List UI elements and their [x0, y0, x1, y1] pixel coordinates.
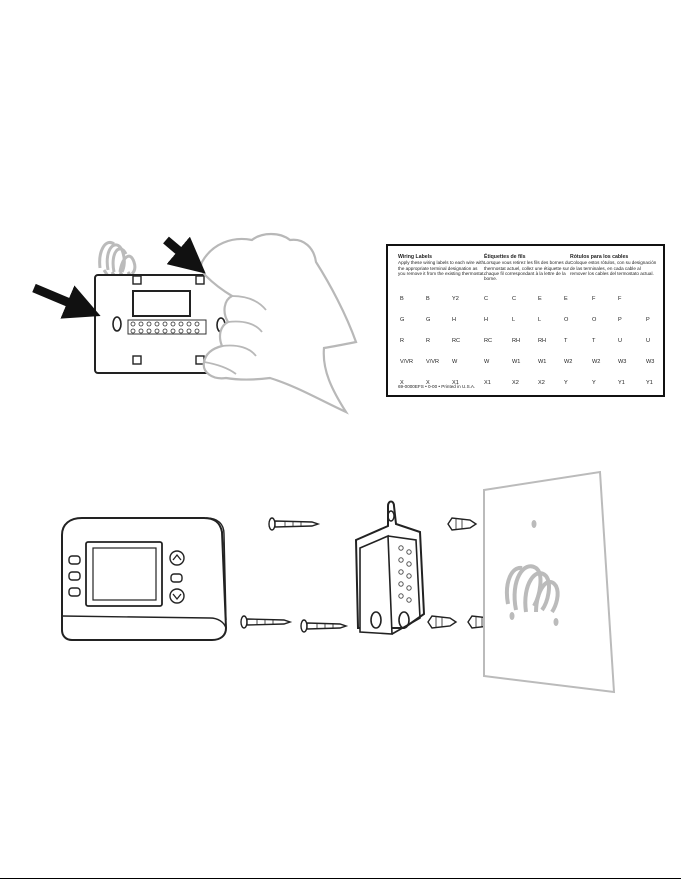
wire-code: R: [426, 338, 431, 344]
wire-code: F: [618, 296, 622, 302]
wire-code: P: [618, 317, 622, 323]
wire-code: P: [646, 317, 650, 323]
wire-code: U: [618, 338, 623, 344]
mounting-bracket: [354, 500, 426, 635]
wire-code: X: [426, 380, 430, 386]
wire-code: RH: [512, 338, 521, 344]
wire-code: X2: [538, 380, 545, 386]
wire-code: T: [564, 338, 568, 344]
wire-code: E: [564, 296, 568, 302]
wire-code: W3: [618, 359, 627, 365]
arrow-left: [32, 283, 101, 319]
wire-code: X1: [452, 380, 459, 386]
wire-code: RC: [484, 338, 493, 344]
wire-code: U: [646, 338, 651, 344]
wire-code: V/VR: [426, 359, 440, 365]
anchor-top: [447, 517, 478, 531]
screw-bottom-right: [300, 619, 349, 633]
wire-code: W1: [512, 359, 521, 365]
wire-code: G: [400, 317, 405, 323]
wire-code: Y: [592, 380, 596, 386]
label-text-fr: Lorsque vous retirez les fils des bornes…: [484, 260, 571, 282]
label-code-row: X X X1 X1 X2 X2 Y Y Y1 Y1: [400, 380, 658, 388]
wire-code: L: [538, 317, 542, 323]
arrow-top: [163, 236, 206, 274]
screw-top: [268, 517, 321, 531]
wire-code: Y1: [618, 380, 625, 386]
thermostat: [61, 517, 228, 641]
wire-code: F: [592, 296, 596, 302]
wire-code: L: [512, 317, 516, 323]
wire-code: X2: [512, 380, 519, 386]
wire-code: B: [426, 296, 430, 302]
wire-code: T: [592, 338, 596, 344]
wallplate: [94, 274, 241, 374]
wire-code: W: [484, 359, 490, 365]
wire-code: W2: [592, 359, 601, 365]
wire-code: O: [592, 317, 597, 323]
wire-code: X: [400, 380, 404, 386]
wires-bundle-top: [98, 241, 137, 279]
wire-code: V/VR: [400, 359, 414, 365]
label-col-fr: Étiquettes de fils Lorsque vous retirez …: [484, 254, 572, 282]
wire-code: W1: [538, 359, 547, 365]
wire-code: O: [564, 317, 569, 323]
label-code-row: B B Y2 C C E E F F: [400, 296, 658, 304]
wire-code: W2: [564, 359, 573, 365]
label-footer: 69-0000EFS • 0-00 • Printed in U.S.A.: [398, 384, 476, 389]
wires-bundle-wall: [505, 564, 560, 614]
wire-code: Y1: [646, 380, 653, 386]
wall-panel: [483, 470, 616, 694]
wire-code: W3: [646, 359, 655, 365]
label-heading-en: Wiring Labels: [398, 254, 432, 260]
screws: [240, 517, 349, 633]
wire-code: H: [484, 317, 489, 323]
wire-code: Y: [564, 380, 568, 386]
anchor-bottom-left: [427, 615, 458, 629]
screw-bottom-left: [240, 615, 293, 629]
wire-code: C: [512, 296, 517, 302]
hand-finger-lines: [203, 295, 267, 375]
wire-code: H: [452, 317, 457, 323]
wire-code: RH: [538, 338, 547, 344]
label-code-row: R R RC RC RH RH T T U U: [400, 338, 658, 346]
wire-code: Y2: [452, 296, 459, 302]
label-col-es: Rótulos para los cables Coloque estos ró…: [570, 254, 658, 276]
wire-code: E: [538, 296, 542, 302]
label-heading-es: Rótulos para los cables: [570, 254, 629, 260]
label-col-en: Wiring Labels Apply these wiring labels …: [398, 254, 486, 276]
label-text-en: Apply these wiring labels to each wire w…: [398, 260, 485, 277]
wire-code: G: [426, 317, 431, 323]
wire-code: RC: [452, 338, 461, 344]
wire-code: R: [400, 338, 405, 344]
wire-code: W: [452, 359, 458, 365]
wire-code: B: [400, 296, 404, 302]
page-bottom-rule: [0, 878, 681, 879]
hand: [200, 232, 358, 415]
label-text-es: Coloque estos rótulos, con su designació…: [570, 260, 657, 277]
wiring-label-card: Wiring Labels Apply these wiring labels …: [386, 244, 665, 397]
label-heading-fr: Étiquettes de fils: [484, 254, 526, 260]
label-code-row: V/VR V/VR W W W1 W1 W2 W2 W3 W3: [400, 359, 658, 367]
wire-code: X1: [484, 380, 491, 386]
wire-code: C: [484, 296, 489, 302]
